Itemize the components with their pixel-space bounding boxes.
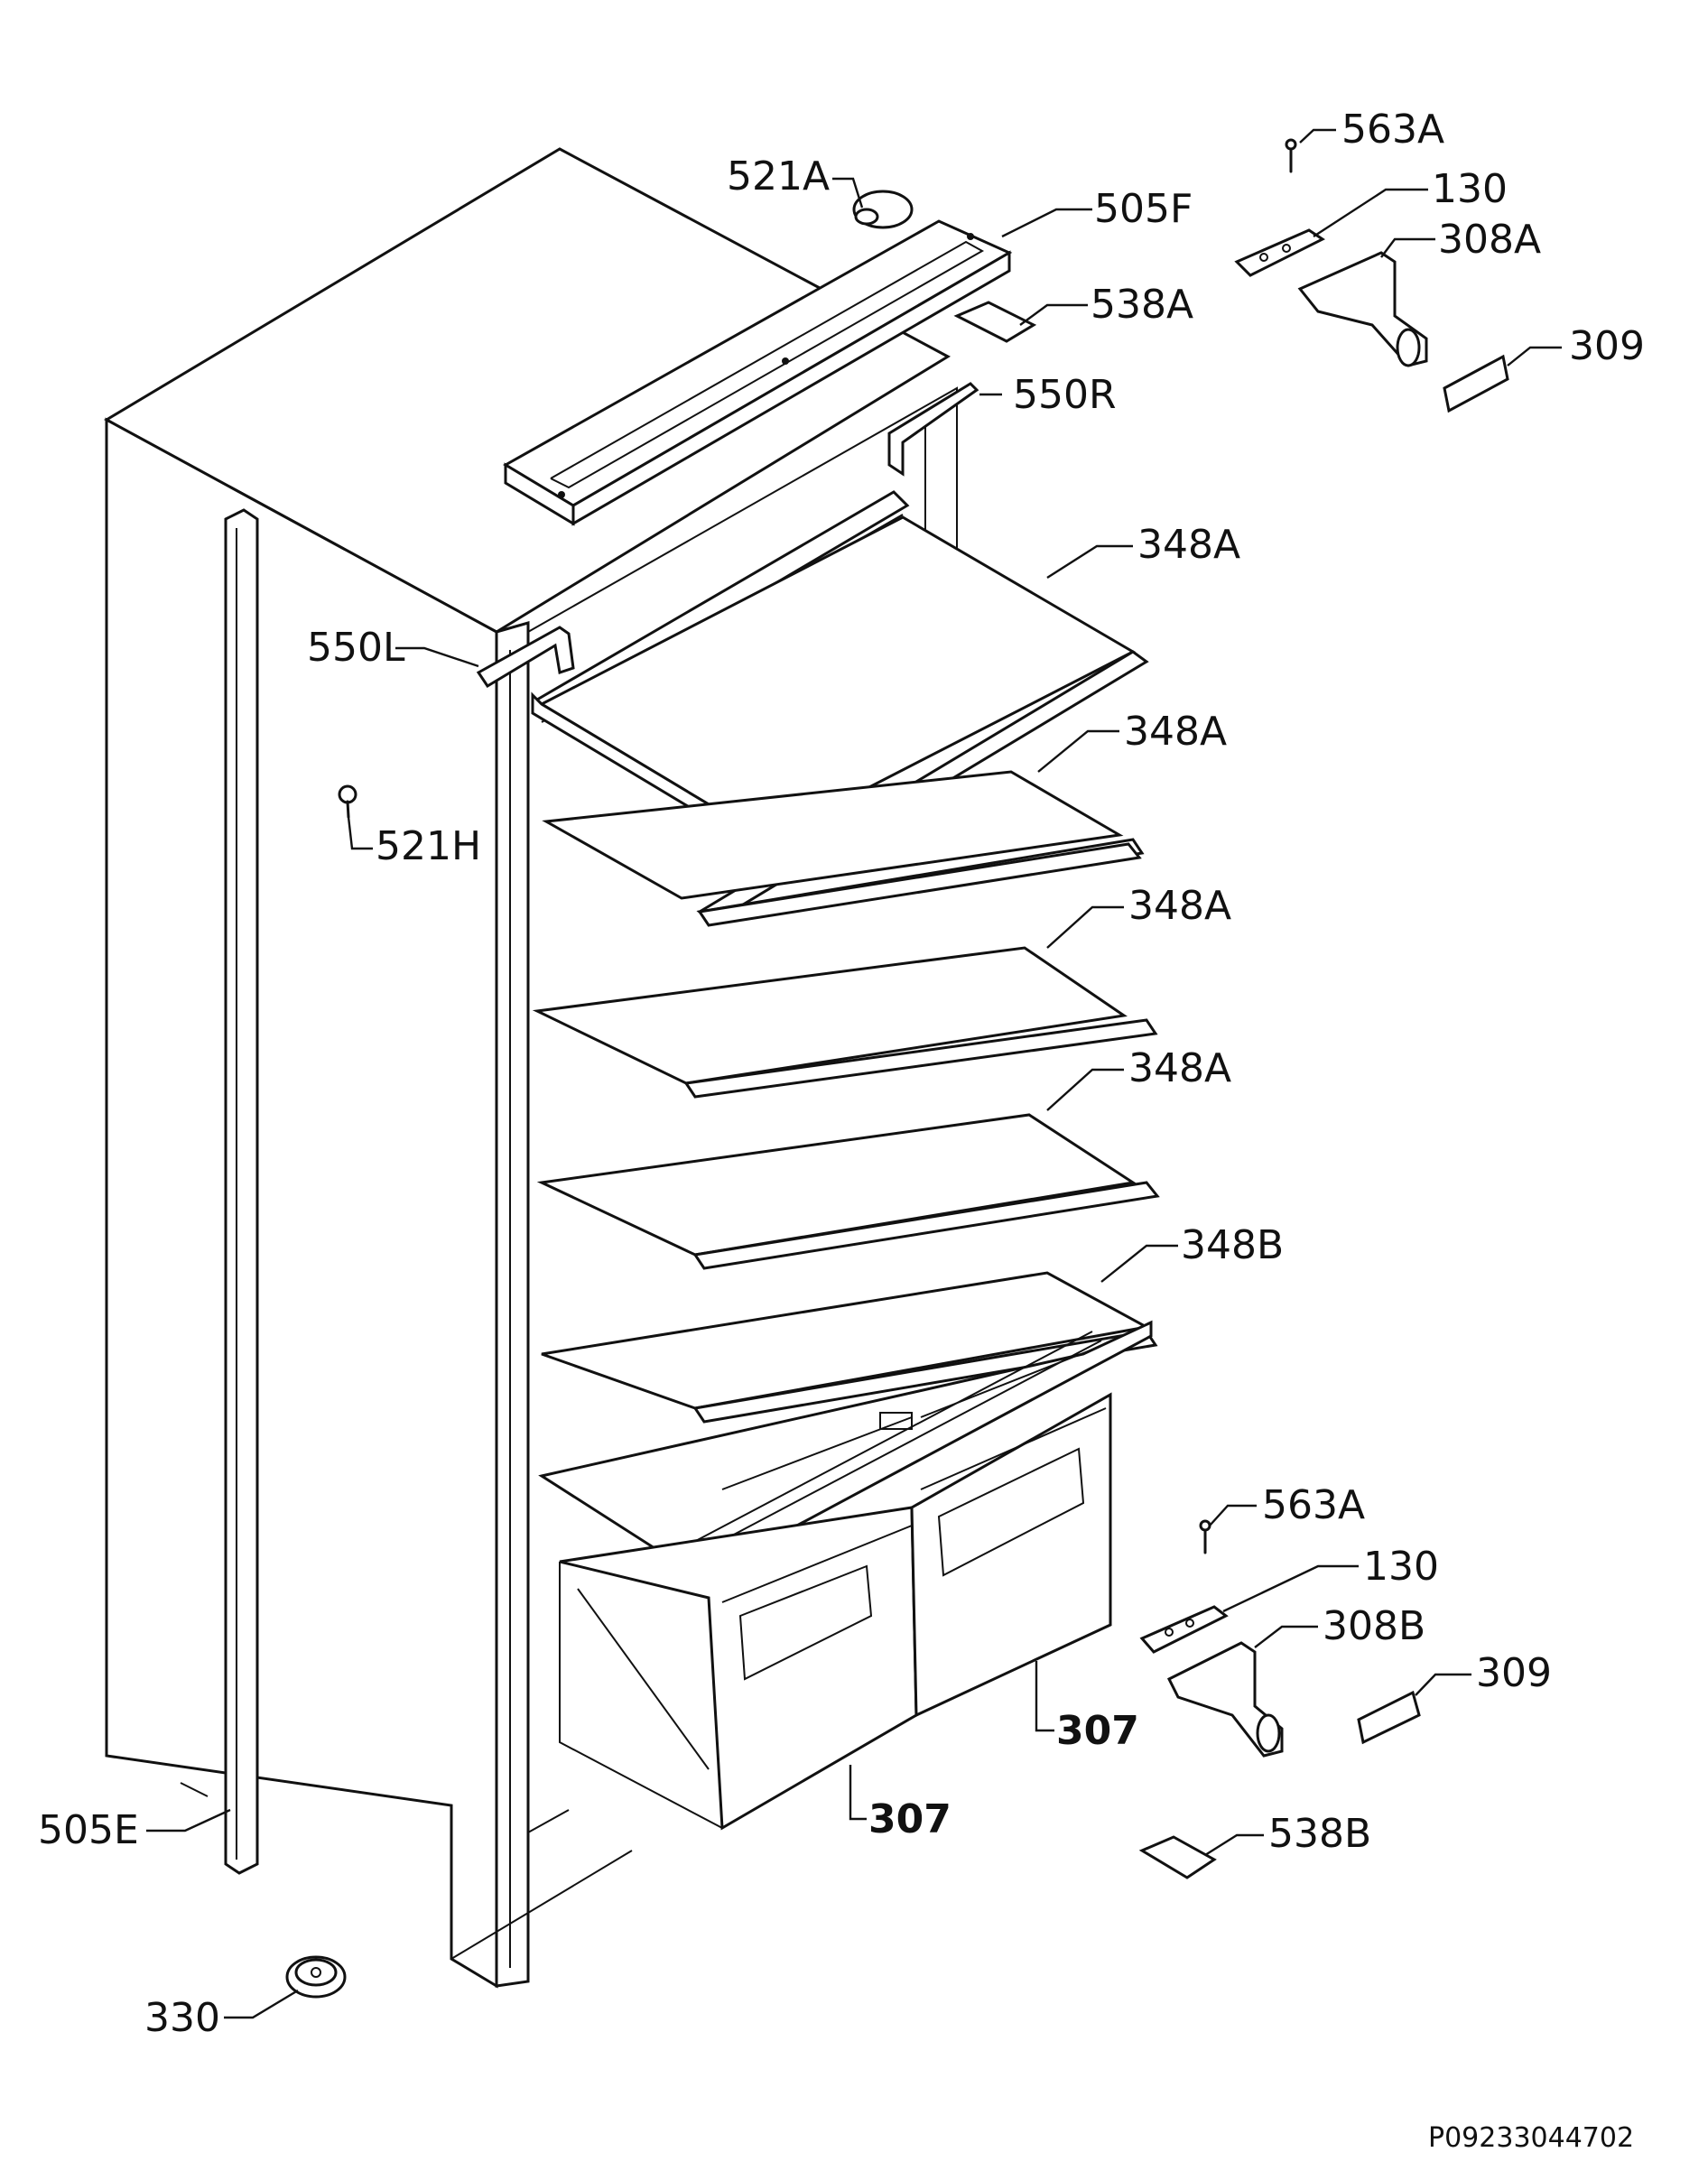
label-348A-4: 348A — [1128, 1045, 1231, 1091]
cabinet — [103, 147, 958, 1989]
label-309-bottom: 309 — [1476, 1650, 1552, 1696]
label-348A-1: 348A — [1137, 522, 1240, 568]
cover-part-550L — [476, 626, 575, 689]
label-563A-bottom: 563A — [1262, 1482, 1365, 1528]
label-521A: 521A — [727, 153, 830, 199]
label-348A-3: 348A — [1128, 883, 1231, 929]
screw-part-563A-top — [1285, 138, 1297, 173]
label-348B: 348B — [1181, 1222, 1284, 1268]
cover-part-309-bottom — [1357, 1690, 1421, 1745]
hinge-part-308A — [1297, 251, 1428, 367]
cover-part-309-top — [1443, 354, 1509, 413]
label-130-top: 130 — [1432, 166, 1508, 212]
label-505E: 505E — [38, 1807, 139, 1853]
glass-shelf-part-348A-4 — [536, 1113, 1160, 1270]
cap-part-521A — [852, 190, 914, 229]
crisper-drawer-part-307-right — [910, 1392, 1112, 1718]
label-130-bottom: 130 — [1363, 1544, 1439, 1590]
label-309-top: 309 — [1569, 323, 1645, 369]
glass-shelf-part-348A-2 — [542, 770, 1145, 927]
glass-shelf-part-348A-3 — [532, 946, 1158, 1099]
foot-part-330 — [285, 1955, 347, 1999]
plate-part-130-bottom — [1139, 1605, 1229, 1654]
label-505F: 505F — [1094, 186, 1193, 232]
leader-lines — [146, 128, 1562, 2019]
label-550L: 550L — [307, 625, 405, 671]
label-330: 330 — [144, 1995, 220, 2041]
screw-part-521H — [338, 784, 357, 819]
reference-number: P09233044702 — [1428, 2122, 1634, 2154]
part-labels: 521A 505F 538A 550R 563A 130 308A 309 34… — [38, 107, 1645, 2041]
label-563A-top: 563A — [1341, 107, 1444, 153]
label-550R: 550R — [1013, 372, 1117, 418]
label-521H: 521H — [376, 823, 481, 869]
hinge-plate-part-538A — [953, 301, 1037, 343]
door-seal-part-505E — [224, 508, 259, 1875]
label-308B: 308B — [1323, 1603, 1425, 1649]
label-307-left: 307 — [868, 1796, 951, 1842]
label-307-right: 307 — [1056, 1708, 1139, 1754]
label-538B: 538B — [1268, 1811, 1371, 1857]
cover-part-550R — [887, 382, 979, 477]
hinge-plate-part-538B — [1138, 1835, 1217, 1879]
label-308A: 308A — [1438, 217, 1541, 263]
crisper-cover — [538, 1320, 1153, 1577]
hinge-part-308B — [1166, 1641, 1284, 1758]
label-538A: 538A — [1091, 282, 1193, 328]
top-rail-part-505F — [503, 219, 1013, 526]
screw-part-563A-bottom — [1199, 1519, 1211, 1554]
label-348A-2: 348A — [1124, 709, 1227, 755]
crisper-drawer-part-307-left — [559, 1506, 918, 1831]
plate-part-130-top — [1234, 228, 1325, 277]
